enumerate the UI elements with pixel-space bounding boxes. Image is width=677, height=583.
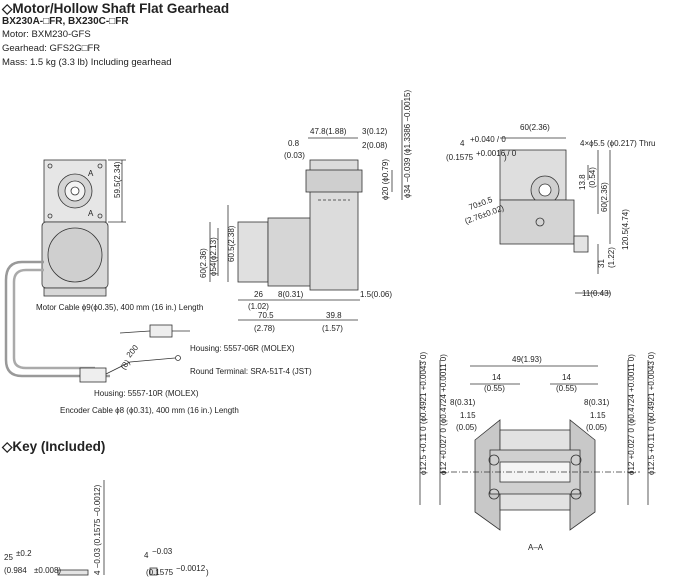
right-dim-60v: 60(2.36): [600, 182, 609, 212]
section-dim-l2: ϕ12 +0.027 0 (ϕ0.4724 +0.0011 0): [439, 354, 448, 475]
section-dim-14r: 14: [562, 373, 571, 382]
side-dim-398: 39.8: [326, 311, 342, 320]
right-dim-31: 31: [597, 259, 606, 268]
section-dim-8l: 8(0.31): [450, 398, 476, 407]
section-dim-l1: ϕ12.5 +0.11 0 (ϕ0.4921 +0.0043 0): [419, 352, 428, 475]
housing-10-label: Housing: 5557-10R (MOLEX): [94, 389, 199, 398]
section-dim-r1: ϕ12 +0.027 0 (ϕ0.4724 +0.0011 0): [627, 354, 636, 475]
encoder-cable-label: Encoder Cable ϕ8 (ϕ0.31), 400 mm (16 in.…: [60, 406, 239, 415]
mass-spec: Mass: 1.5 kg (3.3 lb) Including gearhead: [2, 57, 172, 68]
page-title: ◇Motor/Hollow Shaft Flat Gearhead: [2, 1, 230, 16]
right-dim-60: 60(2.36): [520, 123, 550, 132]
front-view: [4, 159, 190, 383]
key-dim-25-in-tol: ±0.008): [34, 566, 61, 575]
side-dim-705-in: (2.78): [254, 324, 275, 333]
housing-6-label: Housing: 5557-06R (MOLEX): [190, 344, 295, 353]
side-dim-phi34: ϕ34 −0.039 (ϕ1.3386 −0.0015): [403, 90, 412, 198]
section-dim-115l-in: (0.05): [456, 423, 477, 432]
side-dim-3: 3(0.12): [362, 127, 388, 136]
cable-dim-200: 200: [125, 343, 141, 359]
right-thru-hole: 4×ϕ5.5 (ϕ0.217) Thru: [580, 139, 655, 148]
right-dim-4-in-tol: +0.0016 / 0: [476, 149, 517, 158]
section-dim-14l-in: (0.55): [484, 384, 505, 393]
side-view: [237, 159, 363, 291]
section-caption: A–A: [528, 543, 544, 552]
key-dim-25: 25: [4, 553, 13, 562]
cable-dim-200-in: (8): [119, 358, 132, 372]
side-dim-605: 60.5(2.38): [227, 225, 236, 262]
front-height-dim: 59.5(2.34): [113, 161, 122, 198]
right-dim-4: 4: [460, 139, 465, 148]
gearhead-spec: Gearhead: GFS2G□FR: [2, 43, 101, 54]
right-dim-1205: 120.5(4.74): [621, 209, 630, 250]
section-dim-115l: 1.15: [460, 411, 476, 420]
key-dim-4-in-tol: −0.0012: [176, 564, 206, 573]
key-section-title: ◇Key (Included): [2, 439, 106, 454]
front-label-a-bottom: A: [88, 209, 94, 218]
section-dim-49: 49(1.93): [512, 355, 542, 364]
key-dim-4v: 4 −0.03 (0.1575 −0.0012): [93, 484, 102, 575]
section-dim-115r: 1.15: [590, 411, 606, 420]
side-dim-26: 26: [254, 290, 263, 299]
motor-spec: Motor: BXM230-GFS: [2, 29, 91, 40]
section-dim-115r-in: (0.05): [586, 423, 607, 432]
key-dim-25-in: (0.984: [4, 566, 27, 575]
front-label-a-top: A: [88, 169, 94, 178]
side-dim-8: 8(0.31): [278, 290, 304, 299]
section-dim-14l: 14: [492, 373, 501, 382]
side-dim-08: 0.8: [288, 139, 300, 148]
side-dim-08-in: (0.03): [284, 151, 305, 160]
key-dim-4-tol: −0.03: [152, 547, 173, 556]
motor-cable-label: Motor Cable ϕ9(ϕ0.35), 400 mm (16 in.) L…: [36, 303, 203, 312]
model-line: BX230A-□FR, BX230C-□FR: [2, 16, 129, 27]
key-dim-4-in: (0.1575: [146, 568, 174, 577]
right-dim-138: 13.8: [578, 174, 587, 190]
right-dim-4-in: (0.1575: [446, 153, 474, 162]
section-view: [440, 419, 640, 531]
key-view: [57, 567, 158, 576]
right-dim-4-tol: +0.040 / 0: [470, 135, 506, 144]
side-dim-478: 47.8(1.88): [310, 127, 347, 136]
side-dim-705: 70.5: [258, 311, 274, 320]
right-dim-4-in-close: ): [504, 153, 507, 162]
side-dim-2: 2(0.08): [362, 141, 388, 150]
key-dim-4: 4: [144, 551, 149, 560]
section-dim-8r: 8(0.31): [584, 398, 610, 407]
section-dim-r2: ϕ12.5 +0.11 0 (ϕ0.4921 +0.0043 0): [647, 352, 656, 475]
terminal-label: Round Terminal: SRA-51T-4 (JST): [190, 367, 312, 376]
side-dim-phi20: ϕ20 (ϕ0.79): [381, 159, 390, 200]
right-dim-11: 11(0.43): [582, 289, 612, 298]
side-dim-15: 1.5(0.06): [360, 290, 392, 299]
side-dim-phi54: ϕ54(ϕ2.13): [209, 237, 218, 276]
right-view: [499, 149, 589, 253]
right-dim-138-in: (0.54): [588, 167, 597, 188]
side-dim-398-in: (1.57): [322, 324, 343, 333]
side-dim-26-in: (1.02): [248, 302, 269, 311]
side-dim-60: 60(2.36): [199, 248, 208, 278]
section-dim-14r-in: (0.55): [556, 384, 577, 393]
key-dim-25-tol: ±0.2: [16, 549, 32, 558]
key-dim-4-in-close: ): [206, 568, 209, 577]
right-dim-31-in: (1.22): [607, 247, 616, 268]
